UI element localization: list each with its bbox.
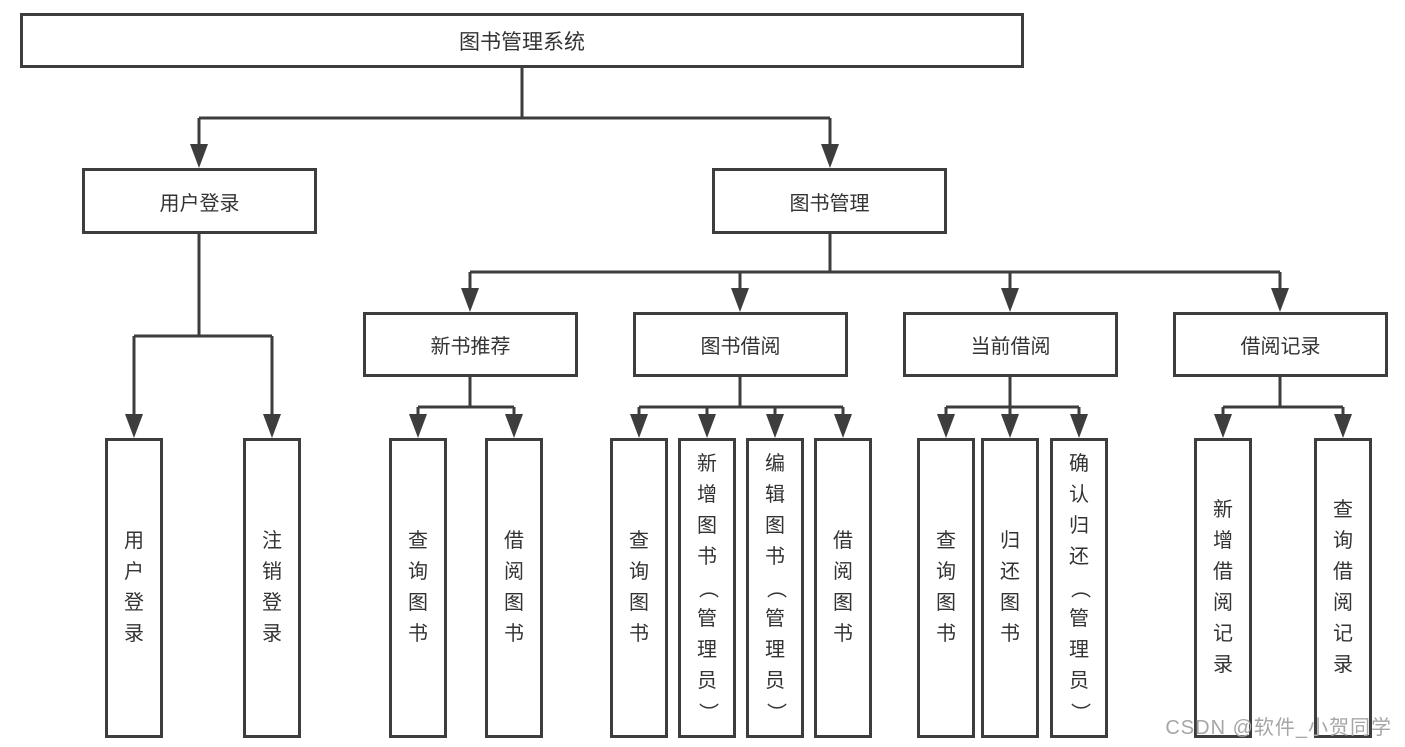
leaf-add-book: 新增图书（管理员） — [678, 438, 736, 738]
arrowheads — [125, 144, 1352, 438]
leaf-edit-book: 编辑图书（管理员） — [746, 438, 804, 738]
leaf-query-borrow-record: 查询借阅记录 — [1314, 438, 1372, 738]
leaf-query-book-current: 查询图书 — [917, 438, 975, 738]
node-current-borrow: 当前借阅 — [903, 312, 1118, 377]
leaf-logout: 注销登录 — [243, 438, 301, 738]
leaf-borrow-book: 借阅图书 — [814, 438, 872, 738]
connector-paths — [132, 68, 1345, 420]
leaf-query-book-borrow: 查询图书 — [610, 438, 668, 738]
node-new-book-rec: 新书推荐 — [363, 312, 578, 377]
node-book-borrow: 图书借阅 — [633, 312, 848, 377]
leaf-return-book: 归还图书 — [981, 438, 1039, 738]
node-borrow-record: 借阅记录 — [1173, 312, 1388, 377]
node-book-mgmt: 图书管理 — [712, 168, 947, 234]
leaf-query-book-rec: 查询图书 — [389, 438, 447, 738]
leaf-add-borrow-record: 新增借阅记录 — [1194, 438, 1252, 738]
leaf-confirm-return: 确认归还（管理员） — [1050, 438, 1108, 738]
node-root: 图书管理系统 — [20, 13, 1024, 68]
leaf-borrow-book-rec: 借阅图书 — [485, 438, 543, 738]
node-user-login: 用户登录 — [82, 168, 317, 234]
leaf-user-login: 用户登录 — [105, 438, 163, 738]
